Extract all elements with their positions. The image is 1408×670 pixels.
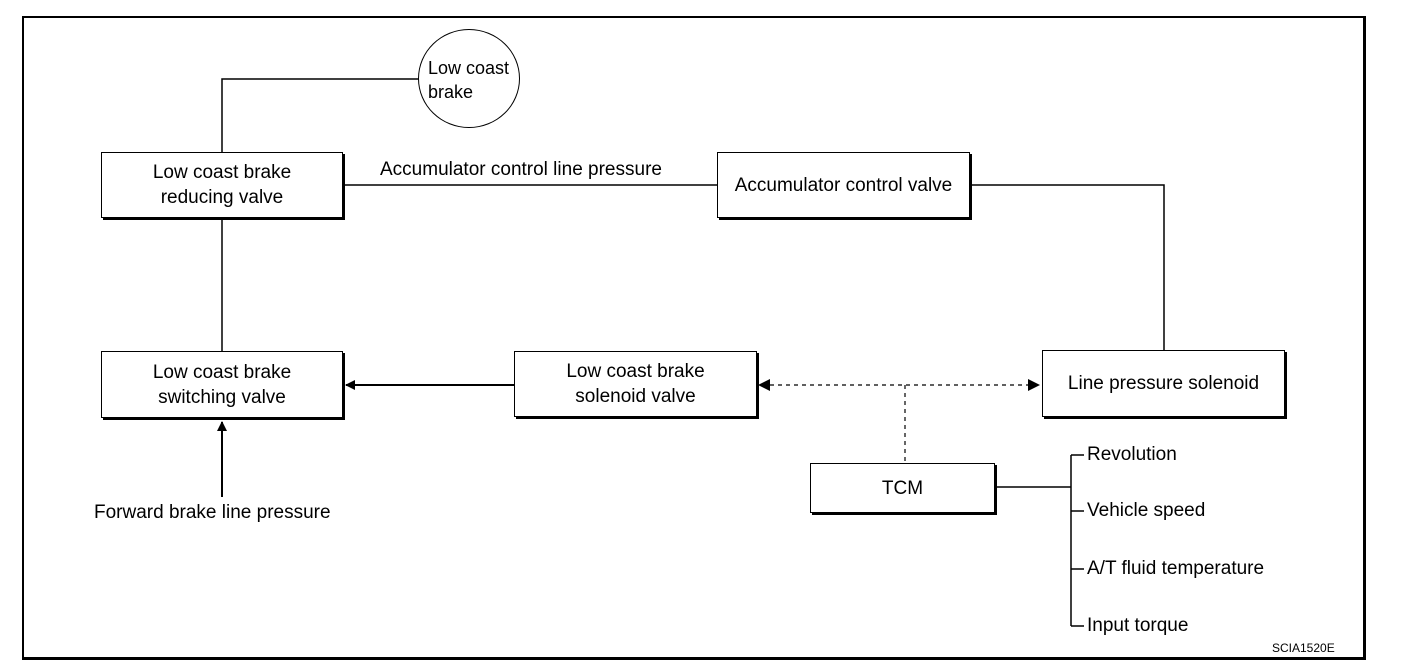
line-accumulator-to-solenoid bbox=[970, 184, 1165, 350]
line-reducing-to-brake bbox=[221, 78, 419, 152]
figure-code: SCIA1520E bbox=[1272, 641, 1335, 655]
forward-brake-pressure-label: Forward brake line pressure bbox=[94, 502, 331, 523]
arrowhead-to-solenoid-valve bbox=[758, 379, 770, 391]
tcm-input-torque: Input torque bbox=[1087, 615, 1189, 636]
tcm-input-fluid-temperature: A/T fluid temperature bbox=[1087, 558, 1265, 579]
accumulator-control-valve-box: Accumulator control valve bbox=[717, 152, 970, 218]
tcm-input-vehicle-speed: Vehicle speed bbox=[1087, 500, 1206, 521]
tcm-box: TCM bbox=[810, 463, 995, 513]
low-coast-brake-label: Low coast brake bbox=[428, 58, 510, 102]
line-pressure-solenoid-box: Line pressure solenoid bbox=[1042, 350, 1285, 417]
switching-valve-box: Low coast brake switching valve bbox=[101, 351, 343, 418]
arrowhead-to-line-pressure-solenoid bbox=[1028, 379, 1040, 391]
diagram-frame bbox=[22, 16, 1366, 660]
accumulator-line-pressure-label: Accumulator control line pressure bbox=[380, 159, 662, 180]
solenoid-valve-box: Low coast brake solenoid valve bbox=[514, 351, 757, 417]
low-coast-brake-circle bbox=[418, 29, 520, 128]
tcm-input-revolution: Revolution bbox=[1087, 444, 1177, 465]
reducing-valve-box: Low coast brake reducing valve bbox=[101, 152, 343, 218]
